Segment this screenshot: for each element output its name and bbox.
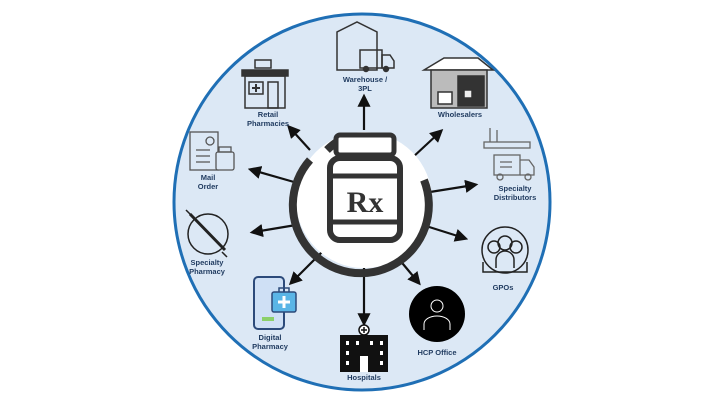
doctor-icon bbox=[409, 286, 465, 342]
label-line: Mail bbox=[200, 173, 216, 182]
label-line: Retail bbox=[257, 110, 279, 119]
node-label-hcp: HCP Office bbox=[417, 348, 456, 357]
delivery-truck-icon bbox=[483, 128, 535, 181]
node-label-gpos: GPOs bbox=[493, 283, 514, 292]
group-icon bbox=[481, 226, 529, 274]
syringe-icon bbox=[185, 209, 229, 258]
label-line: Distributors bbox=[493, 193, 537, 202]
node-label-hospitals: Hospitals bbox=[347, 373, 381, 382]
label-line: Specialty bbox=[498, 184, 532, 193]
label-line: Digital bbox=[258, 333, 282, 342]
arrow-to-specdist bbox=[429, 179, 479, 194]
arrow-to-retail bbox=[287, 124, 311, 151]
node-label-wholesalers: Wholesalers bbox=[438, 110, 482, 119]
label-line: 3PL bbox=[358, 84, 372, 93]
label-line: Pharmacies bbox=[246, 119, 290, 128]
prescription-form-icon bbox=[189, 131, 235, 171]
warehouse-truck-icon bbox=[336, 21, 395, 73]
label-line: Hospitals bbox=[347, 373, 381, 382]
label-line: Wholesalers bbox=[437, 110, 483, 119]
label-line: Specialty bbox=[190, 258, 224, 267]
arrow-to-gpos bbox=[425, 224, 469, 242]
storefront-icon bbox=[241, 59, 289, 109]
node-label-warehouse: Warehouse /3PL bbox=[343, 75, 387, 93]
label-line: HCP Office bbox=[417, 348, 457, 357]
phone-medkit-icon bbox=[253, 276, 297, 330]
label-line: Pharmacy bbox=[252, 342, 288, 351]
label-line: Pharmacy bbox=[189, 267, 225, 276]
rx-label: Rx bbox=[347, 186, 384, 219]
prescription-bottle-icon: Rx bbox=[288, 132, 433, 278]
label-line: Order bbox=[197, 182, 219, 191]
hospital-icon bbox=[340, 324, 388, 372]
label-line: Warehouse / bbox=[342, 75, 388, 84]
label-line: GPOs bbox=[492, 283, 514, 292]
arrow-to-wholesalers bbox=[411, 129, 444, 159]
warehouse-forklift-icon bbox=[421, 57, 496, 109]
arrow-to-specpharm bbox=[249, 223, 297, 238]
arrow-to-mail bbox=[247, 166, 295, 184]
